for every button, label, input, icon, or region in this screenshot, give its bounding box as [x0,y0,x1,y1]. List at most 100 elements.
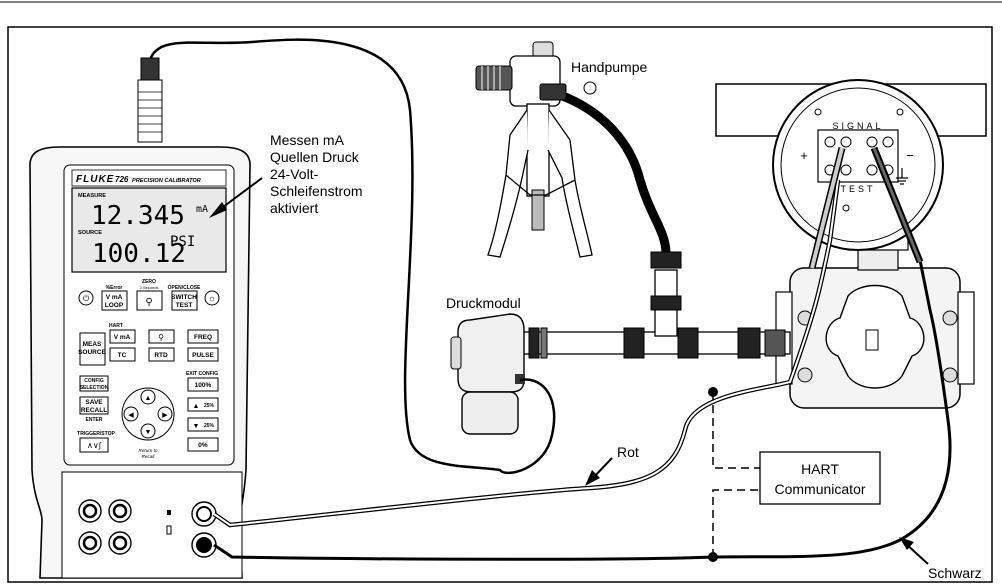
calibrator-cable-plug [140,57,160,81]
housing-screw [896,108,904,116]
save-recall-button[interactable] [79,396,109,415]
tc-label: TC [118,352,127,359]
pump-hose [558,90,671,253]
module-body [457,313,525,393]
hart-dashed-link-top [712,392,760,469]
thermocouple-zero-button[interactable] [148,329,175,344]
hart-communicator-line-2: Communicator [774,481,865,497]
config-selection-label-2: SELECTION [80,385,109,391]
figure-frame [7,26,993,583]
pressure-zero-icon: ⚲ [158,333,164,342]
pump-linkage [505,174,576,196]
nav-up-button[interactable] [140,389,156,405]
return-recall-caption-2: Recall [142,454,156,459]
minus-label: − [906,148,914,163]
switch-test-button[interactable] [171,290,198,311]
zero-button[interactable] [136,290,163,311]
config-selection-label-1: CONFIG [84,378,104,384]
pump-handle-right [547,109,593,258]
vma-button[interactable] [109,329,136,344]
exit-config-caption: EXIT CONFIG [186,371,218,377]
backlight-icon: ☼ [208,293,216,303]
pump-handle-left [487,109,529,258]
waveform-button[interactable] [79,437,109,453]
nav-pad-ring [121,387,175,441]
zero-caption-2: 3 Seconds [140,285,159,290]
red-lead-wire-core [213,179,839,527]
tc-button[interactable] [109,347,136,362]
return-recall-caption-1: Return to [139,448,158,453]
arrow-down-icon: ▼ [145,429,152,436]
pump-cylinder [526,103,550,197]
switch-test-label-1: SWITCH [171,294,197,301]
input-jacks [78,499,217,558]
body-bolt [942,367,958,383]
step-down-icon: ▼ [193,423,200,430]
pulse-button[interactable] [187,347,219,362]
freq-label: FREQ [194,334,212,341]
loop-wiring [212,146,952,562]
nav-left-button[interactable] [123,406,139,422]
rtd-label: RTD [154,352,168,359]
lcd-measure-unit: mA [196,204,208,215]
hart-communicator-line-1: HART [801,461,839,477]
enter-caption: ENTER [86,417,103,423]
red-probe-core [810,147,844,269]
vma-loop-button[interactable] [101,290,128,311]
callouts: Handpumpe Messen mA Quellen Druck 24-Vol… [209,59,982,581]
freq-button[interactable] [187,329,219,344]
lcd-source-unit: PSI [170,234,195,250]
lcd-measure-label: MEASURE [78,193,106,199]
jack-indicator [166,525,172,535]
handpump-label: Handpumpe [571,59,647,75]
measure-note-line-3: 24-Volt- [270,166,319,182]
pct100-button[interactable] [187,377,219,392]
hart-communicator-box [759,451,881,505]
model-number: 726 [115,175,129,184]
housing-screw [814,108,822,116]
black-lead-label: Schwarz [928,565,982,581]
module-cap [450,336,462,370]
vma-loop-label-2: LOOP [105,302,124,309]
model-description: PRECISION CALIBRATOR [132,178,201,184]
measure-note-line-2: Quellen Druck [270,149,360,165]
waveform-icon: ∧∨∫ [87,441,102,450]
switch-test-label-2: TEST [176,302,193,309]
meas-source-label-1: MEAS [83,341,102,348]
black-lead-wire [213,179,952,561]
manifold-port [865,329,879,351]
jack-indicator [167,510,171,515]
module-lower [461,391,519,435]
pressure-module-label: Druckmodul [446,295,521,311]
hart-caption: HART [109,323,123,329]
red-lead-arrowhead [585,470,600,486]
pct0-button[interactable] [187,437,219,452]
meas-source-button[interactable] [79,332,106,366]
strain-relief-ribs [138,91,162,133]
pct25-down-button[interactable] [187,417,219,432]
nav-right-button[interactable] [157,406,173,422]
rtd-button[interactable] [148,347,175,362]
lcd-screen [71,187,227,273]
backlight-button[interactable] [204,290,220,306]
vma-loop-label-1: V mA [106,294,123,301]
nav-down-button[interactable] [140,423,156,439]
power-button[interactable] [78,290,94,306]
ground-icon [896,168,908,185]
power-icon: ⏻ [83,294,90,303]
navigation-pad: ▲ ▼ ◀ ▶ [121,387,175,441]
pct100-label: 100% [195,382,212,389]
config-selection-button[interactable] [79,375,109,392]
calibrator-cable-strain [137,79,163,143]
arrow-right-icon: ▶ [162,412,168,419]
module-cable [148,38,556,475]
save-recall-label-2: RECALL [81,407,107,414]
vma-label: V mA [114,334,131,341]
pump-valve [583,81,597,95]
hand-pump [475,41,597,258]
pipe-fittings [528,251,786,359]
brand-logo: FLUKE [76,174,114,185]
pct25-up-button[interactable] [187,397,219,412]
housing-screw [842,204,850,212]
